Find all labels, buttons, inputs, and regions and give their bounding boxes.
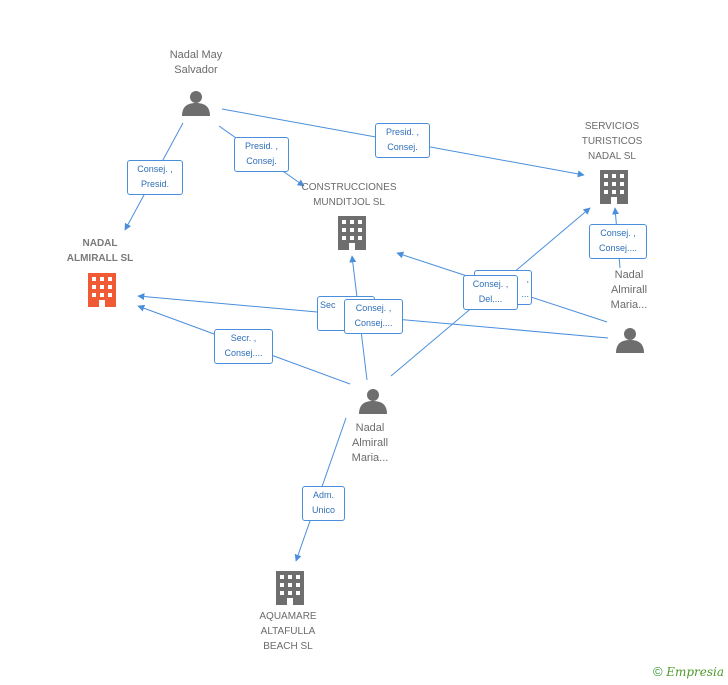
- label-line: SERVICIOS: [584, 121, 640, 132]
- building-icon[interactable]: [600, 170, 628, 204]
- label-line: BEACH SL: [263, 641, 313, 652]
- node-label-construcciones[interactable]: CONSTRUCCIONES MUNDITJOL SL: [294, 180, 404, 210]
- label-line: Maria...: [610, 299, 648, 311]
- relation-line: Unico: [311, 505, 335, 515]
- label-line: CONSTRUCCIONES: [301, 182, 397, 193]
- relation-box[interactable]: Presid. , Consej.: [234, 137, 289, 172]
- building-icon[interactable]: [338, 216, 366, 250]
- relation-box[interactable]: Presid. , Consej.: [375, 123, 430, 158]
- relation-line: ...: [521, 289, 529, 299]
- label-line: Salvador: [174, 64, 218, 76]
- building-icon-focus[interactable]: [88, 273, 116, 307]
- relation-line: Sec: [320, 300, 336, 310]
- relation-line: Consej....: [354, 318, 393, 328]
- relation-line: Secr. ,: [230, 333, 257, 343]
- label-line: ALTAFULLA: [260, 626, 316, 637]
- label-line: Almirall: [351, 437, 389, 449]
- footer-credit: © Empresia: [653, 664, 724, 679]
- relation-box[interactable]: Consej. , Del....: [463, 275, 518, 310]
- relation-box[interactable]: Consej. , Consej....: [344, 299, 403, 334]
- label-line: TURISTICOS: [581, 136, 643, 147]
- label-line: ALMIRALL SL: [66, 253, 134, 264]
- relation-line: Consej. ,: [472, 279, 509, 289]
- label-line: AQUAMARE: [259, 611, 317, 622]
- label-line: Nadal: [355, 422, 385, 434]
- label-line: NADAL SL: [588, 151, 636, 162]
- relation-line: Consej.: [387, 142, 418, 152]
- relation-line: Consej....: [224, 348, 263, 358]
- relation-line: Presid. ,: [385, 127, 419, 137]
- relation-line: Consej. ,: [600, 228, 636, 238]
- relation-line: Consej....: [598, 243, 638, 253]
- person-icon[interactable]: [359, 389, 387, 414]
- relation-line: Consej. ,: [355, 303, 392, 313]
- label-line: Nadal: [614, 269, 644, 281]
- node-label-servicios[interactable]: SERVICIOS TURISTICOS NADAL SL: [562, 119, 662, 164]
- relation-box[interactable]: Secr. , Consej....: [214, 329, 273, 364]
- relation-line: Presid. ,: [244, 141, 278, 151]
- relation-line: Presid.: [140, 179, 169, 189]
- node-label-nadal-almirall-right[interactable]: Nadal Almirall Maria...: [594, 268, 664, 313]
- person-icon[interactable]: [616, 328, 644, 353]
- building-icon[interactable]: [276, 571, 304, 605]
- relation-box[interactable]: Consej. , Consej....: [589, 224, 647, 259]
- label-line: Almirall: [610, 284, 648, 296]
- relation-box[interactable]: Consej. , Presid.: [127, 160, 183, 195]
- brand-logo[interactable]: Empresia: [666, 665, 724, 679]
- copyright-symbol: ©: [652, 664, 663, 679]
- label-line: MUNDITJOL SL: [313, 197, 385, 208]
- person-icon[interactable]: [182, 91, 210, 116]
- relation-box[interactable]: Adm. Unico: [302, 486, 345, 521]
- relation-line: Adm.: [312, 490, 334, 500]
- label-line: Maria...: [351, 452, 389, 464]
- label-line: Nadal May: [169, 49, 223, 61]
- node-label-aquamare[interactable]: AQUAMARE ALTAFULLA BEACH SL: [238, 609, 338, 654]
- relation-line: Consej.: [246, 156, 277, 166]
- node-label-nadal-almirall-sl[interactable]: NADAL ALMIRALL SL: [50, 236, 150, 266]
- node-label-nadal-may[interactable]: Nadal May Salvador: [146, 48, 246, 78]
- relation-line: ,: [526, 274, 529, 284]
- relation-line: Consej. ,: [137, 164, 173, 174]
- label-line: NADAL: [82, 238, 118, 249]
- relation-line: Del....: [478, 294, 503, 304]
- node-label-nadal-almirall-center[interactable]: Nadal Almirall Maria...: [335, 421, 405, 466]
